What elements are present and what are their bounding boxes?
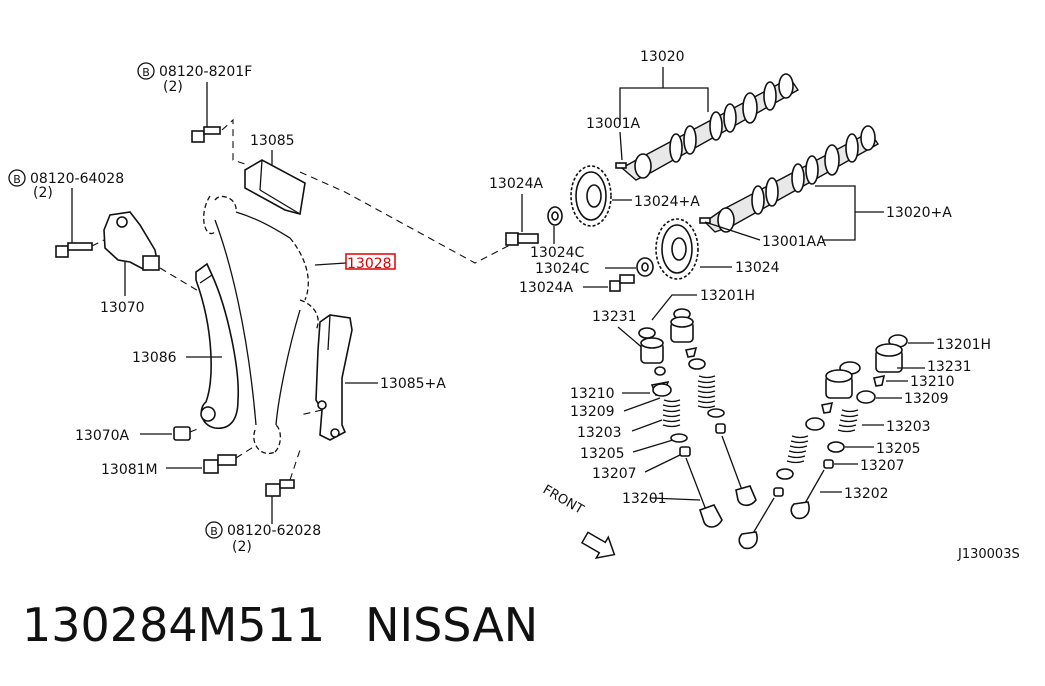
- label-13024[interactable]: 13024: [735, 260, 780, 276]
- label-08120-62028[interactable]: 08120-62028: [227, 523, 321, 539]
- bolt-13081m-icon: [203, 454, 237, 474]
- bolt-08120-64028-icon: [55, 242, 93, 258]
- label-13028[interactable]: 13028: [347, 256, 392, 272]
- pin-13070a-icon: [173, 426, 191, 441]
- b-mark-3: B: [210, 525, 218, 538]
- footer-brand: NISSAN: [365, 598, 539, 652]
- label-13210-2[interactable]: 13210: [910, 374, 955, 390]
- valve-lifter-13231-b-icon: [825, 343, 903, 399]
- valve-lifter-13231-icon: [638, 308, 694, 364]
- valve-seat-13205-b-icon: [776, 441, 845, 480]
- valve-spring-13203-b-icon: [786, 409, 859, 464]
- label-13209-1[interactable]: 13209: [570, 404, 615, 420]
- bolt-b-mark-3: [205, 521, 223, 539]
- camshaft-13020a-icon: [699, 125, 880, 233]
- valve-seat-13205-icon: [670, 408, 725, 443]
- cam-sprocket-13024-icon: [655, 218, 699, 280]
- label-13203-2[interactable]: 13203: [886, 419, 931, 435]
- label-13024a-top[interactable]: 13024A: [489, 176, 544, 192]
- chain-tensioner-13070-icon: [103, 211, 160, 271]
- timing-chain-13028-icon: [203, 195, 319, 455]
- washer-13024c-bottom-icon: [636, 257, 654, 277]
- footer-part-title: 130284M511 NISSAN: [22, 598, 538, 658]
- label-13201[interactable]: 13201: [622, 491, 667, 507]
- label-13020a[interactable]: 13020+A: [886, 205, 952, 221]
- parts-diagram: B 08120-8201F (2) 13085 B 08120-64028 (2…: [8, 49, 1020, 562]
- label-13020[interactable]: 13020: [640, 49, 685, 65]
- label-13205-1[interactable]: 13205: [580, 446, 625, 462]
- label-13207-1[interactable]: 13207: [592, 466, 637, 482]
- label-13085[interactable]: 13085: [250, 133, 295, 149]
- label-13086[interactable]: 13086: [132, 350, 177, 366]
- label-13024a-bottom[interactable]: 13024A: [519, 280, 574, 296]
- chain-guide-13085-icon: [244, 159, 306, 216]
- cam-sprocket-13024a-icon: [570, 165, 612, 227]
- valve-retainer-13209-b-icon: [805, 390, 876, 431]
- camshaft-13020-icon: [615, 73, 800, 181]
- bolt-b-mark-2: [8, 169, 26, 187]
- label-13205-2[interactable]: 13205: [876, 441, 921, 457]
- washer-13024c-top-icon: [547, 206, 563, 226]
- label-13203-1[interactable]: 13203: [577, 425, 622, 441]
- label-13024pa[interactable]: 13024+A: [634, 194, 700, 210]
- label-13231-1[interactable]: 13231: [592, 309, 637, 325]
- valve-retainer-13209-icon: [652, 358, 706, 397]
- chain-guide-13085a-icon: [315, 314, 353, 441]
- bolt-b-mark-1: [137, 62, 155, 80]
- label-13207-2[interactable]: 13207: [860, 458, 905, 474]
- label-13070[interactable]: 13070: [100, 300, 145, 316]
- front-label: FRONT: [540, 482, 586, 517]
- b-mark-1: B: [142, 66, 150, 79]
- label-08120-8201f[interactable]: 08120-8201F: [159, 64, 252, 80]
- valve-seal-13207-icon: [679, 423, 726, 457]
- valve-13202-icon: [738, 469, 825, 550]
- label-13085a[interactable]: 13085+A: [380, 376, 446, 392]
- bolt-13024a-bottom-icon: [609, 274, 635, 292]
- label-13070a[interactable]: 13070A: [75, 428, 130, 444]
- label-13024c-2[interactable]: 13024C: [535, 261, 590, 277]
- label-13001a[interactable]: 13001A: [586, 116, 641, 132]
- label-13210-1[interactable]: 13210: [570, 386, 615, 402]
- b-mark-2: B: [13, 173, 21, 186]
- bolt-08120-8201f-icon: [191, 126, 221, 143]
- valve-13201-icon: [685, 435, 757, 528]
- label-13201h-2[interactable]: 13201H: [936, 337, 991, 353]
- label-08120-64028-qty: (2): [33, 185, 53, 201]
- front-arrow-icon: FRONT: [540, 482, 616, 560]
- label-13202[interactable]: 13202: [844, 486, 889, 502]
- label-13231-2[interactable]: 13231: [927, 359, 972, 375]
- label-13081m[interactable]: 13081M: [101, 462, 158, 478]
- label-13024c-1[interactable]: 13024C: [530, 245, 585, 261]
- diagram-code: J130003S: [957, 547, 1020, 562]
- label-13201h-1[interactable]: 13201H: [700, 288, 755, 304]
- valve-collet-13210-b-icon: [821, 374, 886, 414]
- label-13001aa[interactable]: 13001AA: [762, 234, 827, 250]
- chain-guide-13086-icon: [195, 262, 240, 429]
- label-08120-62028-qty: (2): [232, 539, 252, 555]
- bolt-08120-62028-icon: [265, 479, 295, 497]
- footer-part-number: 130284M511: [22, 598, 326, 652]
- highlight-13028-box: [345, 253, 396, 270]
- bolt-13024a-top-icon: [505, 232, 539, 246]
- label-08120-64028[interactable]: 08120-64028: [30, 171, 124, 187]
- valve-seal-13207-b-icon: [773, 459, 834, 497]
- label-13209-2[interactable]: 13209: [904, 391, 949, 407]
- label-08120-8201f-qty: (2): [163, 79, 183, 95]
- valve-spring-13203-icon: [662, 375, 716, 428]
